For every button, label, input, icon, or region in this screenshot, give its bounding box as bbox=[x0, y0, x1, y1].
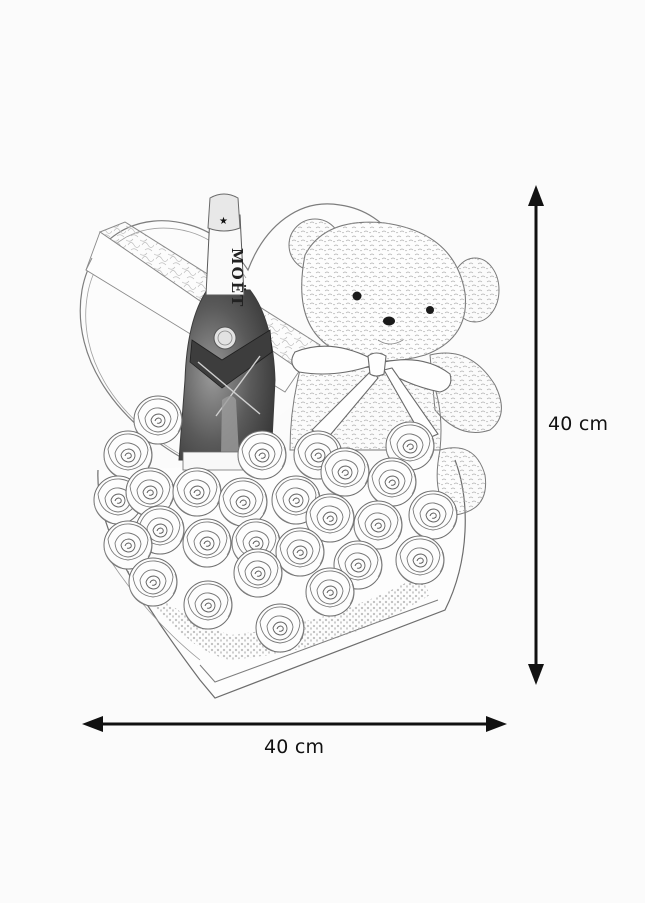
width-dimension-label: 40 cm bbox=[264, 736, 325, 758]
ribbon-bow bbox=[291, 345, 452, 441]
teddy-bear bbox=[288, 218, 502, 516]
bottle-label-text: MOËT bbox=[228, 248, 247, 308]
bear-eye-left bbox=[352, 291, 362, 301]
champagne-bottle: ★ MOËT bbox=[178, 193, 276, 471]
bear-nose bbox=[383, 316, 395, 326]
height-dimension-label: 40 cm bbox=[548, 413, 609, 435]
bear-eye-right bbox=[426, 306, 434, 314]
height-dimension-arrow bbox=[528, 185, 544, 685]
width-dimension-arrow bbox=[82, 716, 507, 732]
foil-star: ★ bbox=[219, 216, 228, 227]
